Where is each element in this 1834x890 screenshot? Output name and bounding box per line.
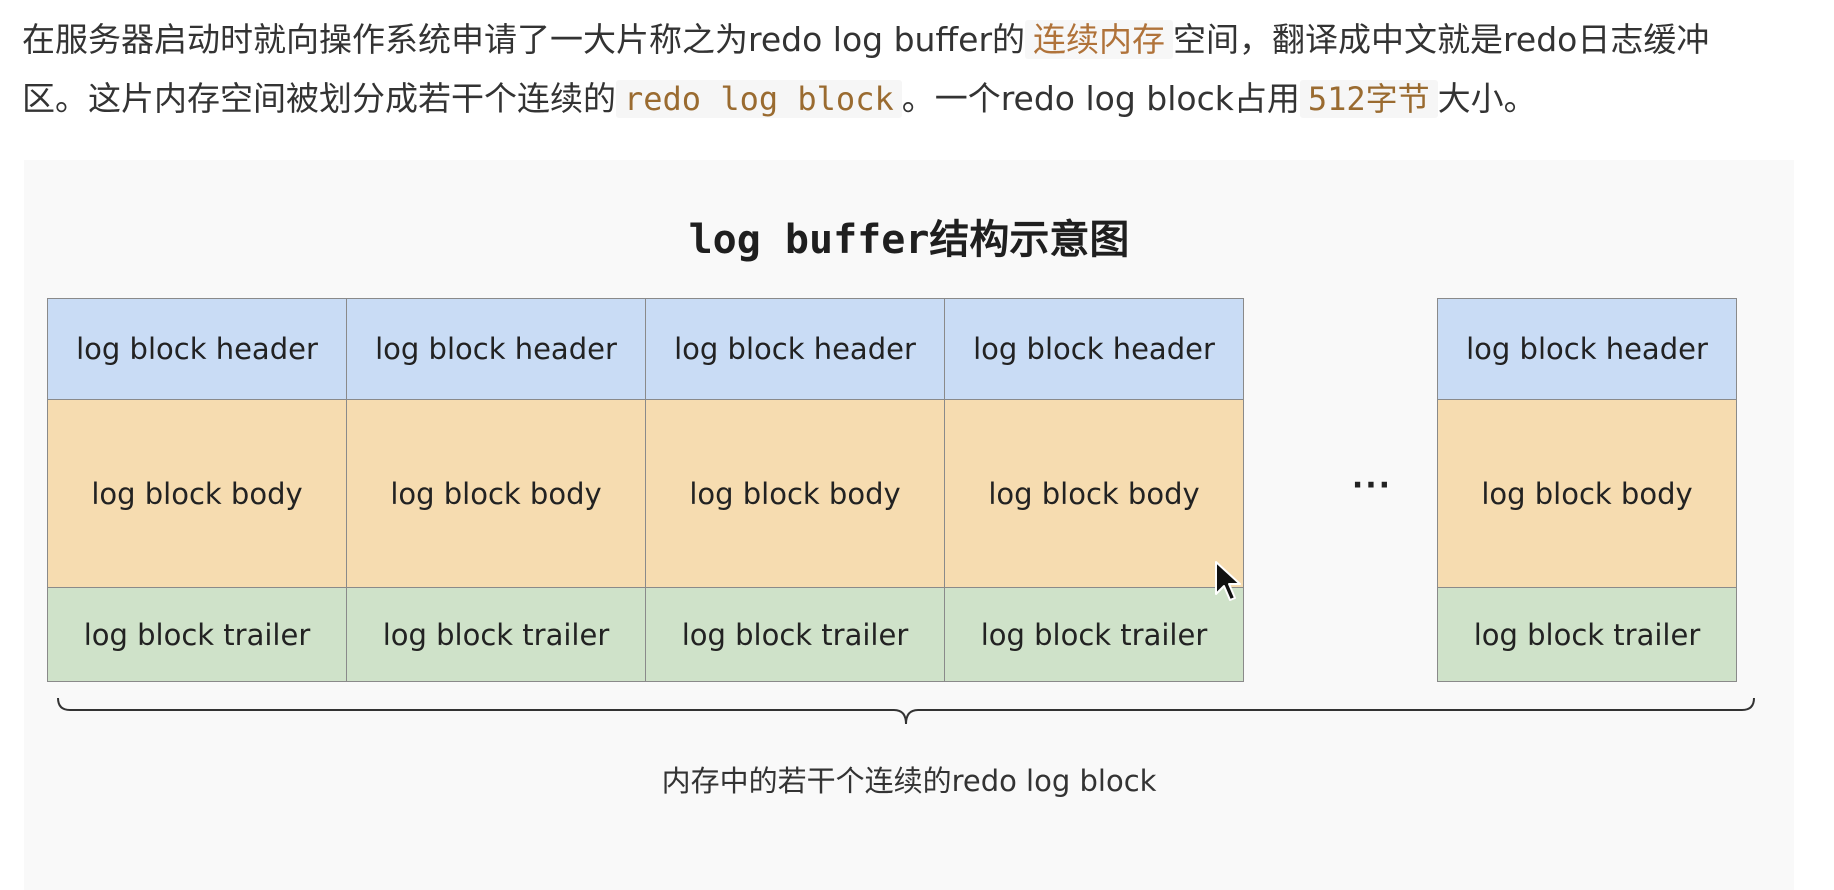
article-line-1: 在服务器启动时就向操作系统申请了一大片称之为redo log buffer的连续…	[22, 10, 1812, 69]
article-text-segment: 空间，翻译成中文就是redo日志缓冲	[1173, 20, 1710, 59]
log-block-body: log block body	[346, 400, 646, 588]
log-block-header: log block header	[346, 298, 646, 400]
article-text-segment: 。一个redo log block占用	[901, 79, 1300, 118]
log-block-body: log block body	[1437, 400, 1737, 588]
log-block-trailer: log block trailer	[1437, 588, 1737, 682]
curly-brace-icon	[57, 697, 1755, 725]
mouse-pointer-icon	[1215, 561, 1241, 601]
log-block-trailer: log block trailer	[346, 588, 646, 682]
diagram-caption: 内存中的若干个连续的redo log block	[661, 764, 1157, 798]
log-block-trailer: log block trailer	[645, 588, 945, 682]
diagram-title: log buffer结构示意图	[688, 217, 1130, 263]
log-block-1: log block header log block body log bloc…	[47, 298, 347, 682]
log-block-header: log block header	[47, 298, 347, 400]
log-block-body: log block body	[47, 400, 347, 588]
log-block-body: log block body	[944, 400, 1244, 588]
article-text: 在服务器启动时就向操作系统申请了一大片称之为redo log buffer的连续…	[22, 10, 1812, 129]
log-block-3: log block header log block body log bloc…	[645, 298, 945, 682]
log-block-header: log block header	[944, 298, 1244, 400]
log-buffer-diagram: log buffer结构示意图 log block header log blo…	[24, 160, 1794, 890]
log-block-header: log block header	[645, 298, 945, 400]
article-text-segment: 区。这片内存空间被划分成若干个连续的	[22, 79, 616, 118]
highlight-continuous-memory: 连续内存	[1025, 20, 1174, 59]
ellipsis: ···	[1351, 468, 1393, 503]
log-block-last: log block header log block body log bloc…	[1437, 298, 1737, 682]
log-block-trailer: log block trailer	[944, 588, 1244, 682]
log-block-body: log block body	[645, 400, 945, 588]
inline-code-block-size: 512字节	[1299, 80, 1438, 118]
log-block-4: log block header log block body log bloc…	[944, 298, 1244, 682]
log-block-header: log block header	[1437, 298, 1737, 400]
inline-code-redo-log-block: redo log block	[616, 80, 902, 118]
article-text-segment: 大小。	[1437, 79, 1537, 118]
log-block-2: log block header log block body log bloc…	[346, 298, 646, 682]
article-text-segment: 在服务器启动时就向操作系统申请了一大片称之为redo log buffer的	[22, 20, 1026, 59]
log-block-trailer: log block trailer	[47, 588, 347, 682]
